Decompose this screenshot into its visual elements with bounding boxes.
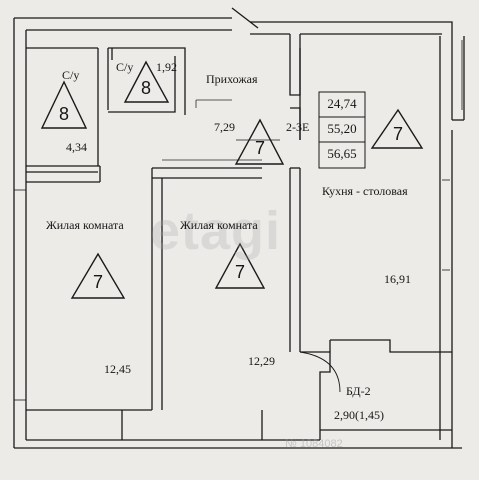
living-area-value: 24,74 — [327, 96, 357, 111]
class-number-bathroom-1: 8 — [58, 104, 69, 124]
class-number-hallway: 7 — [254, 138, 265, 158]
room-area-balcony: 2,90(1,45) — [334, 408, 384, 422]
total-with-balcony-value: 56,65 — [327, 146, 357, 161]
room-area-bathroom-2: 1,92 — [156, 60, 177, 74]
room-area-hallway: 7,29 — [214, 120, 235, 134]
room-label-living-1: Жилая комната — [46, 218, 124, 232]
class-number-living-1: 7 — [92, 272, 103, 292]
room-label-bathroom-2: С/у — [116, 60, 134, 74]
room-label-bathroom-1: С/у — [62, 68, 80, 82]
room-label-balcony: БД-2 — [346, 384, 371, 398]
class-triangle-bathroom-1 — [40, 80, 88, 129]
partition-lines — [162, 99, 262, 161]
watermark-number: № 1084082 — [285, 438, 343, 450]
apartment-type: 2-3Е — [286, 120, 310, 134]
class-number-bathroom-2: 8 — [140, 78, 151, 98]
total-area-value: 55,20 — [327, 121, 357, 136]
room-area-kitchen: 16,91 — [384, 272, 411, 286]
class-triangle-living-1 — [70, 252, 126, 299]
class-triangle-kitchen — [370, 108, 424, 149]
class-triangle-hallway — [234, 118, 285, 165]
class-triangle-living-2 — [214, 242, 266, 289]
room-area-bathroom-1: 4,34 — [66, 140, 87, 154]
room-label-living-2: Жилая комната — [180, 218, 258, 232]
room-label-kitchen: Кухня - столовая — [322, 184, 408, 198]
wall-lines — [13, 7, 465, 449]
class-number-living-2: 7 — [234, 262, 245, 282]
class-triangle-bathroom-2 — [123, 60, 170, 103]
room-label-hallway: Прихожая — [206, 72, 258, 86]
room-area-living-1: 12,45 — [104, 362, 131, 376]
watermark-logo: etagi — [150, 201, 282, 261]
room-area-living-2: 12,29 — [248, 354, 275, 368]
area-table — [318, 91, 366, 169]
class-number-kitchen: 7 — [392, 124, 403, 144]
